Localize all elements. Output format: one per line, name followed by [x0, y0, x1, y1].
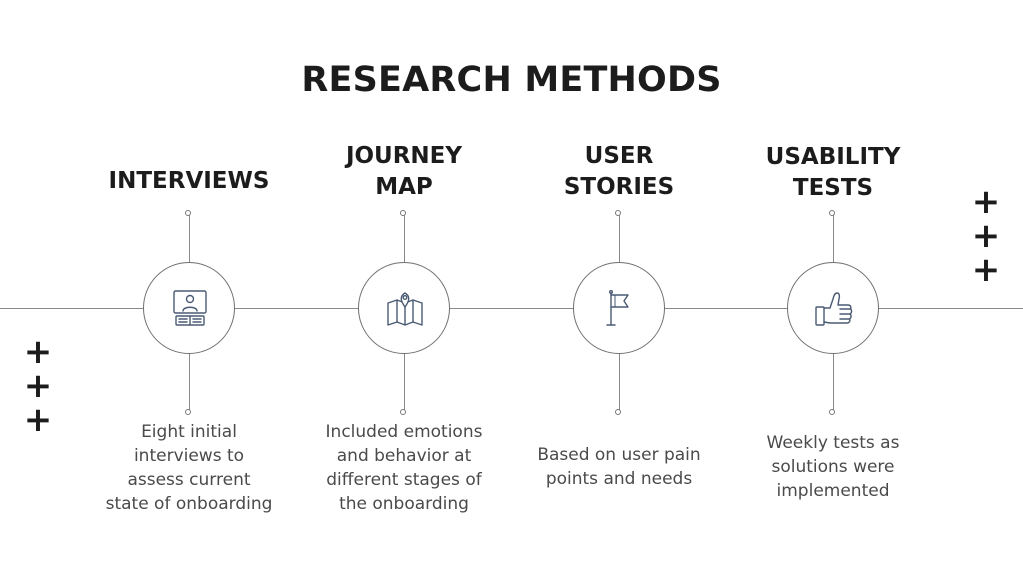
plus-icon: + [23, 366, 53, 406]
connector-dot-top [829, 210, 835, 216]
method-heading: JOURNEY MAP [345, 143, 463, 200]
method-heading: USABILITY TESTS [765, 144, 901, 201]
connector-top [618, 214, 620, 262]
plus-decoration-left: + + + [23, 335, 53, 437]
method-description: Included emotions and behavior at differ… [325, 422, 483, 514]
connector-bottom [832, 354, 834, 411]
plus-icon: + [971, 250, 1001, 290]
plus-icon: + [971, 182, 1001, 222]
connector-dot-bottom [829, 409, 835, 415]
flag-icon [606, 290, 629, 326]
connector-top [403, 214, 405, 262]
method-user-stories: USER STORIES Based on user pain points a… [509, 0, 729, 574]
method-icon-circle [787, 262, 879, 354]
connector-dot-bottom [615, 409, 621, 415]
method-icon-circle [143, 262, 235, 354]
connector-dot-bottom [185, 409, 191, 415]
plus-decoration-right: + + + [971, 185, 1001, 287]
thumbs-up-icon [815, 292, 853, 326]
plus-icon: + [23, 332, 53, 372]
connector-bottom [618, 354, 620, 411]
method-description: Eight initial interviews to assess curre… [105, 422, 273, 514]
method-icon-circle [358, 262, 450, 354]
connector-bottom [188, 354, 190, 411]
connector-bottom [403, 354, 405, 411]
connector-dot-top [615, 210, 621, 216]
connector-top [832, 214, 834, 262]
online-interview-icon [173, 290, 207, 326]
plus-icon: + [971, 216, 1001, 256]
connector-top [188, 214, 190, 262]
method-heading: USER STORIES [563, 143, 675, 200]
method-icon-circle [573, 262, 665, 354]
method-description: Weekly tests as solutions were implement… [766, 433, 900, 501]
connector-dot-top [185, 210, 191, 216]
method-heading: INTERVIEWS [108, 168, 270, 194]
method-interviews: INTERVIEWS Eight initial interviews to a… [79, 0, 299, 574]
connector-dot-top [400, 210, 406, 216]
method-usability-tests: USABILITY TESTS Weekly tests as solution… [723, 0, 943, 574]
connector-dot-bottom [400, 409, 406, 415]
timeline-line [0, 308, 1023, 309]
method-journey-map: JOURNEY MAP Included emotions and behavi… [294, 0, 514, 574]
page-title: RESEARCH METHODS [301, 60, 722, 100]
map-pin-icon [387, 292, 423, 326]
plus-icon: + [23, 400, 53, 440]
method-description: Based on user pain points and needs [537, 445, 701, 489]
